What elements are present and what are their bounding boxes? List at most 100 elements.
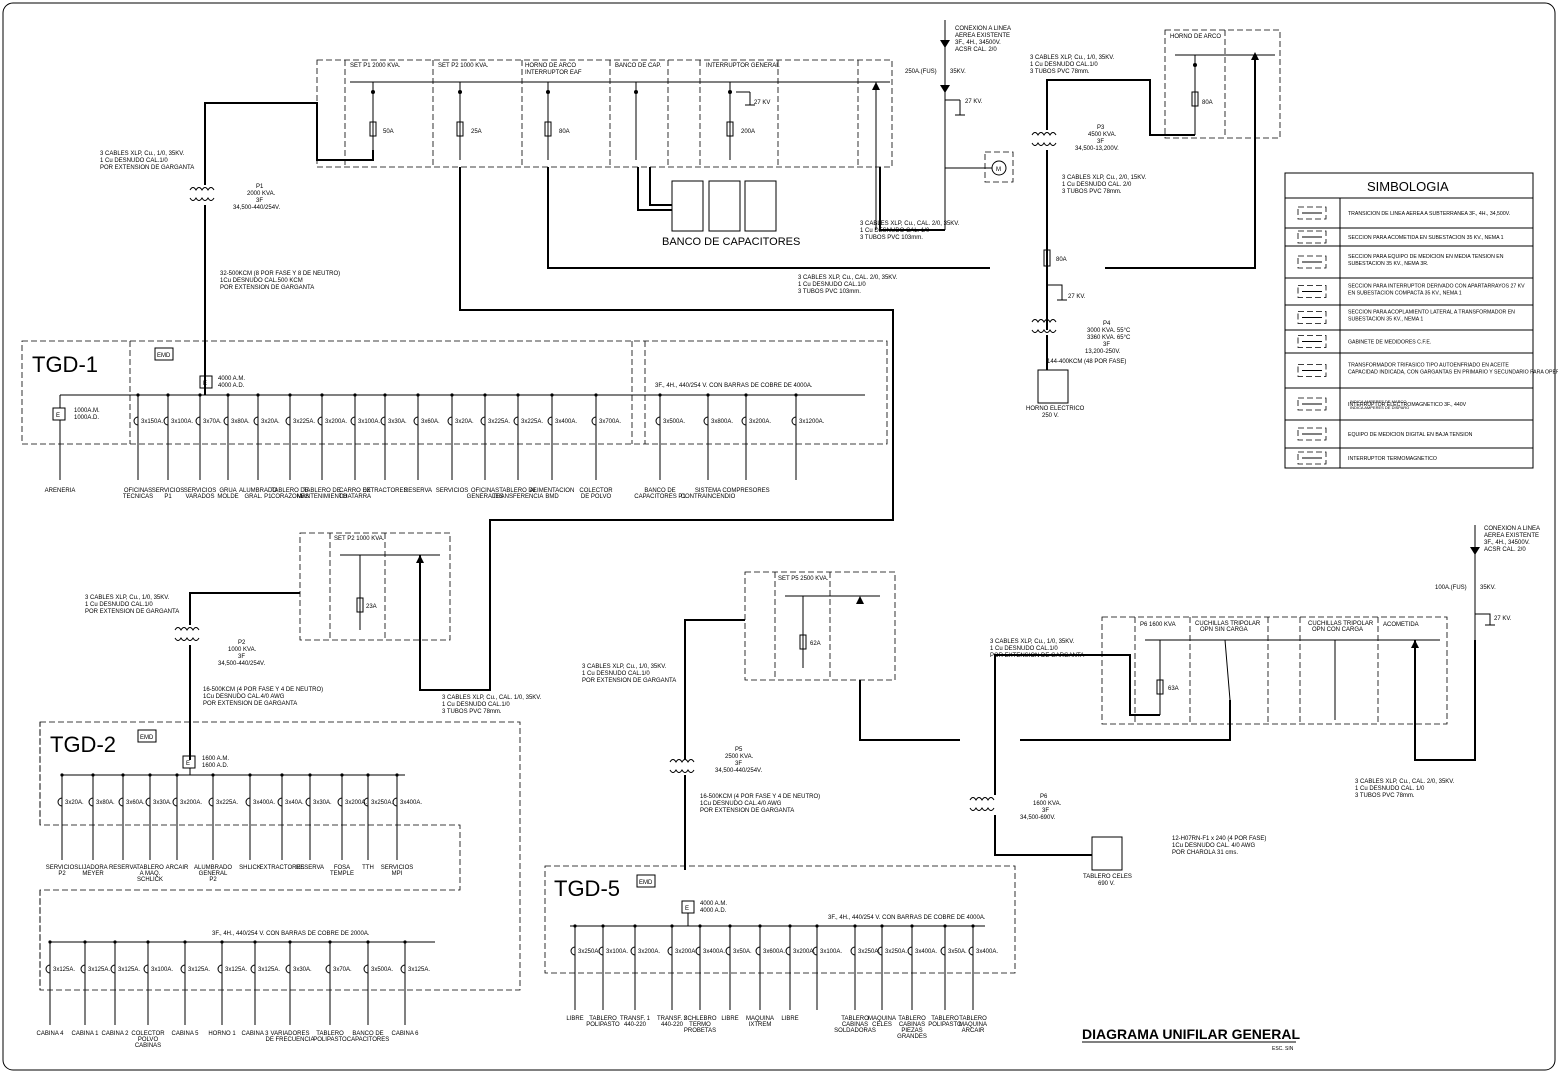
load-label: PROBETAS — [684, 1028, 716, 1034]
breaker-rating: 3x125A. — [53, 967, 75, 973]
tgd2-panel: TGD-2 EMD E 1600 A.M. 1600 A.D. 3F., 4H.… — [36, 721, 521, 1049]
breaker-rating: 3x125A. — [88, 967, 110, 973]
transformer-p4-icon — [1031, 319, 1057, 333]
symbology-item-text: SECCION PARA INTERRUPTOR DERIVADO CON AP… — [1348, 284, 1525, 297]
cable-c2-1: 3 CABLES XLP, Cu., CAL. 2/0, 35KV. — [860, 221, 960, 227]
bus-tap-dot — [601, 924, 605, 928]
breaker-rating: 3x200A. — [793, 949, 815, 955]
load-label: TABLERO DE — [303, 488, 341, 494]
load-label: ARCAIR — [166, 865, 189, 871]
breaker-rating: 3x600A. — [763, 949, 785, 955]
breaker-rating: 3x100A. — [606, 949, 628, 955]
load-label: COLECTOR — [131, 1031, 165, 1037]
thermomagnetic-breaker-icon — [143, 964, 149, 974]
bus-tap-dot — [198, 393, 202, 397]
load-label: SCHLICK — [137, 877, 163, 883]
horno-section: HORNO DE ARCO 80A 80A 27 KV. HORNO ELECT… — [1026, 29, 1281, 419]
load-label: TECNICAS — [123, 494, 153, 500]
cable-c3-2: 1 Cu DESNUDO CAL.1/0 — [798, 282, 866, 288]
coupling-section-icon — [1297, 311, 1327, 324]
cable-c5-2: 1 Cu DESNUDO CAL. 2/0 — [1062, 182, 1132, 188]
cable-c8-3: POR EXTENSION DE GARGANTA — [203, 701, 297, 707]
cable-c1-2: 1 Cu DESNUDO CAL.1/0 — [100, 158, 168, 164]
cable-c14-3: POR CHAROLA 31 cms. — [1172, 850, 1238, 856]
electromagnetic-breaker-icon — [1297, 397, 1327, 411]
bus-tap-dot — [728, 924, 732, 928]
load-label: TERMO — [689, 1022, 711, 1028]
load-label: LIJADORA — [78, 865, 107, 871]
bus-tap-dot — [910, 924, 914, 928]
breaker-rating: 3x80A. — [96, 800, 115, 806]
load-label: LIBRE — [721, 1016, 738, 1022]
thermomagnetic-breaker-icon — [133, 416, 139, 426]
breaker-rating: 3x400A. — [555, 419, 577, 425]
tgd1-main-ad: 4000 A.D. — [218, 383, 245, 389]
load-label: TABLERO — [589, 1016, 617, 1022]
thermomagnetic-breaker-icon — [630, 946, 636, 956]
breaker-rating: 3x800A. — [711, 419, 733, 425]
thermomagnetic-breaker-icon — [88, 797, 94, 807]
transformer-icon — [1297, 364, 1327, 377]
bus-tap-dot — [220, 940, 224, 944]
cable-c4-3: 3 TUBOS PVC 78mm. — [1030, 69, 1090, 75]
rating-50a: 50A — [383, 129, 394, 135]
breaker-rating: 3x20A. — [455, 419, 474, 425]
cable-c6-2: 1Cu DESNUDO CAL.500 KCM — [220, 278, 303, 284]
bus-tap-dot — [416, 393, 420, 397]
horno-load-name: HORNO ELECTRICO — [1026, 406, 1085, 412]
cable-c3-3: 3 TUBOS PVC 103mm. — [798, 289, 861, 295]
cable-c11-3: POR EXTENSION DE GARGANTA — [700, 808, 794, 814]
tgd2-main-ad: 1600 A.D. — [202, 763, 229, 769]
bus-node — [634, 90, 638, 94]
load-label: BMD — [545, 494, 559, 500]
bus-tap-dot — [395, 773, 399, 777]
load-label: TABLERO — [316, 1031, 344, 1037]
breaker-rating: 3x250A. — [858, 949, 880, 955]
arrow-icon — [940, 85, 950, 93]
breaker-rating: 3x500A. — [663, 419, 685, 425]
rating-25a: 25A — [471, 129, 482, 135]
cable-c4-1: 3 CABLES XLP, Cu., 1/0, 35KV. — [1030, 55, 1115, 61]
thermomagnetic-breaker-icon — [695, 946, 701, 956]
load-label: DE FRECUENCIA — [265, 1037, 314, 1043]
diagram-scale: ESC. SIN — [1272, 1046, 1294, 1052]
set-p2-label: SET P2 1000 KVA. — [334, 536, 385, 542]
thermomagnetic-breaker-icon — [253, 416, 259, 426]
symbology-item-text: TRANSICION DE LINEA AEREA A SUBTERRANEA … — [1348, 211, 1510, 217]
thermomagnetic-breaker-icon — [363, 797, 369, 807]
breaker-rating: 3x30A. — [293, 967, 312, 973]
thermomagnetic-breaker-icon — [968, 946, 974, 956]
symbology-item-text: INTERRUPTOR TERMOMAGNETICO — [1348, 456, 1437, 462]
p3-arrester: 27 KV. — [1068, 294, 1086, 300]
top-fuse-kv: 35KV. — [950, 69, 966, 75]
thermomagnetic-breaker-icon — [598, 946, 604, 956]
breaker-rating: 3x225A. — [293, 419, 315, 425]
fuse-icon — [726, 121, 734, 137]
load-label: P2 — [209, 877, 217, 883]
bus-tap-dot — [183, 940, 187, 944]
thermomagnetic-breaker-icon — [513, 416, 519, 426]
breaker-rating: 3x400A. — [400, 800, 422, 806]
cable-c2-2: 1 Cu DESNUDO CAL. 1/0 — [860, 228, 930, 234]
p6-cuchillas-2: CUCHILLAS TRIPOLAR — [1308, 621, 1374, 627]
load-label: TRANSF. 1 — [620, 1016, 651, 1022]
breaker-rating: 3x125A. — [118, 967, 140, 973]
load-label: VARIADORES — [271, 1031, 310, 1037]
thermomagnetic-breaker-icon — [195, 416, 201, 426]
tgd2-title: TGD-2 — [50, 732, 116, 757]
p1-kva: 2000 KVA. — [247, 191, 276, 197]
top-feed: CONEXION A LINEA AEREA EXISTENTE 3F., 4H… — [905, 20, 1011, 155]
cable-c13-1: 3 CABLES XLP, Cu., CAL. 2/0, 35KV. — [1355, 779, 1455, 785]
bus-tap-dot — [340, 773, 344, 777]
cable-c6-1: 32-500KCM (8 POR FASE Y 8 DE NEUTRO) — [220, 271, 340, 277]
load-label: TABLERO — [931, 1016, 959, 1022]
thermomagnetic-breaker-icon — [413, 416, 419, 426]
load-label: SERVICIOS — [46, 865, 79, 871]
bus-tap-dot — [794, 393, 798, 397]
breaker-rating: 3x125A. — [408, 967, 430, 973]
thermomagnetic-breaker-icon — [317, 416, 323, 426]
breaker-rating: 3x1200A. — [799, 419, 825, 425]
tgd1-aux-am: 1000A.M. — [74, 408, 100, 414]
thermomagnetic-breaker-icon — [547, 416, 553, 426]
breaker-rating: 3x100A. — [358, 419, 380, 425]
